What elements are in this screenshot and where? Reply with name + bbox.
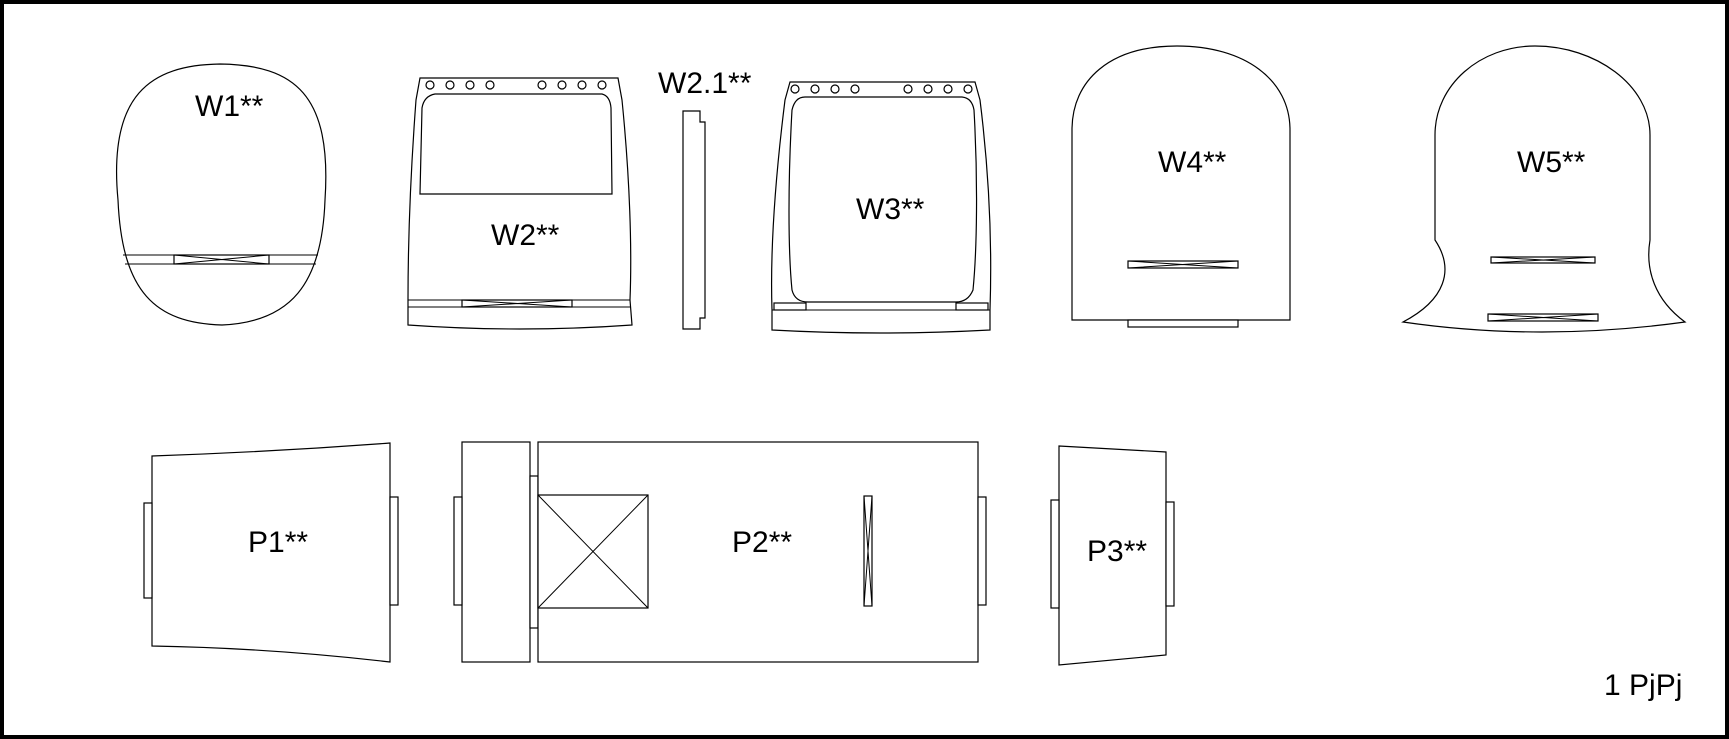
p2-slot-cross: [863, 495, 873, 607]
p3-tab-left: [1050, 499, 1060, 609]
p3-tab-right: [1165, 501, 1175, 607]
w5-slot-lower-cross: [1487, 313, 1599, 322]
w4-outline: [1071, 45, 1291, 321]
w1-outline: [116, 63, 327, 326]
p1-label: P1**: [248, 526, 308, 559]
p2-label: P2**: [732, 526, 792, 559]
w3-tab-left: [773, 302, 807, 311]
w2-label: W2**: [491, 219, 560, 252]
sheet-label: 1 PjPj: [1604, 669, 1682, 702]
w4-label: W4**: [1158, 146, 1227, 179]
p2-cutout-cross: [537, 494, 649, 609]
part-p1: P1**: [143, 442, 399, 663]
p2-tab-joint: [529, 475, 539, 629]
p1-tab-right: [389, 496, 399, 606]
w5-slot-upper-cross: [1490, 256, 1596, 264]
w2-holes: [425, 80, 607, 90]
w2-slot-cross: [461, 299, 573, 308]
w4-tab: [1127, 319, 1239, 328]
w4-slot-cross: [1127, 260, 1239, 269]
w3-holes: [790, 84, 973, 94]
p2-end-panel: [461, 441, 531, 663]
part-w1: W1**: [116, 63, 327, 326]
p2-tab-left: [453, 496, 463, 606]
part-w2: W2**: [407, 77, 633, 330]
w5-outline: [1401, 45, 1687, 333]
part-p2: P2**: [453, 441, 987, 663]
part-w5: W5**: [1401, 45, 1687, 333]
p2-tab-right: [977, 496, 987, 606]
w5-label: W5**: [1517, 146, 1586, 179]
w21-label: W2.1**: [658, 67, 752, 100]
p1-tab-left: [143, 502, 153, 599]
w1-label: W1**: [195, 90, 264, 123]
part-w21: W2.1**: [658, 67, 752, 330]
w2-window: [419, 93, 613, 195]
part-w4: W4**: [1071, 45, 1291, 328]
w3-label: W3**: [856, 193, 925, 226]
part-p3: P3**: [1050, 445, 1175, 666]
w21-outline: [682, 110, 706, 330]
w3-window: [788, 96, 978, 303]
w1-slot-cross: [173, 254, 270, 265]
p3-label: P3**: [1087, 535, 1147, 568]
p1-outline: [151, 442, 391, 663]
part-w3: W3**: [770, 81, 992, 334]
w3-tab-right: [955, 302, 989, 311]
